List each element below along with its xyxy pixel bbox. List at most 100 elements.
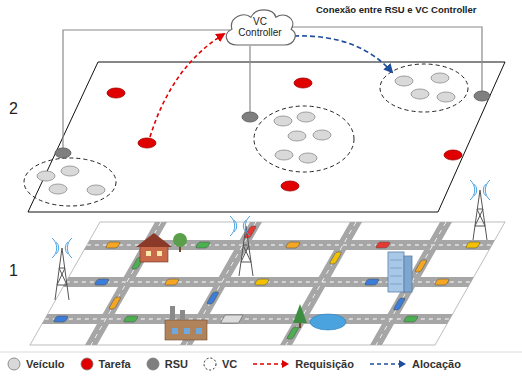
rsu <box>55 148 71 158</box>
vehicle <box>313 130 331 140</box>
connection-note: Conexão entre RSU e VC Controller <box>316 4 476 15</box>
house <box>136 233 172 247</box>
car <box>434 279 449 285</box>
road <box>30 222 505 345</box>
legend-entry: Requisição <box>251 357 354 371</box>
car <box>221 315 244 323</box>
road <box>370 222 452 345</box>
vehicle <box>297 112 315 122</box>
controller-cloud: VC Controller <box>222 6 298 48</box>
car <box>105 242 120 248</box>
pond <box>310 314 346 330</box>
vehicle <box>49 184 67 194</box>
vc-boundary <box>380 64 468 112</box>
car <box>285 242 300 248</box>
rsu-tower <box>55 190 487 300</box>
legend-swatch <box>145 357 161 371</box>
task <box>138 138 156 148</box>
legend: Veículo Tarefa RSU VC Requisição Alocação <box>6 357 461 371</box>
city-ground <box>30 222 505 345</box>
tall-building <box>390 284 402 285</box>
rsu-tower <box>239 226 253 276</box>
swatch-line <box>253 363 283 365</box>
legend-entry: VC <box>202 357 237 371</box>
task <box>444 150 462 160</box>
request-arrow <box>150 34 224 137</box>
car <box>108 297 121 309</box>
signal-waves <box>470 180 490 200</box>
allocation-swatch <box>368 357 408 371</box>
city-layer <box>30 222 505 345</box>
vc-swatch <box>202 357 218 371</box>
legend-label: Alocação <box>412 358 461 370</box>
tree <box>173 233 187 252</box>
tall-building <box>388 252 404 292</box>
vc-boundary <box>24 64 468 206</box>
swatch-dot <box>8 358 20 370</box>
car <box>164 279 179 285</box>
legend-swatch <box>79 357 95 371</box>
legend-rule <box>0 352 522 353</box>
vehicle <box>395 76 413 86</box>
task <box>294 78 312 88</box>
swatch-head <box>399 360 406 368</box>
road-marking <box>30 222 505 345</box>
vehicle <box>275 150 293 160</box>
rsu-controller-link <box>249 46 250 112</box>
car <box>53 316 68 322</box>
road <box>280 222 362 345</box>
house <box>140 246 168 262</box>
factory <box>172 328 178 334</box>
legend-entry: RSU <box>145 357 188 371</box>
tall-building <box>404 256 412 292</box>
swatch-dot <box>81 358 93 370</box>
tall-building <box>390 260 402 284</box>
car <box>254 279 269 285</box>
signal-waves <box>52 180 490 258</box>
car <box>206 292 219 304</box>
vehicle <box>431 73 449 83</box>
pine-tree <box>293 304 307 328</box>
car <box>403 316 418 322</box>
rsu-controller-link <box>63 30 230 148</box>
car <box>286 327 299 339</box>
car <box>465 242 480 248</box>
task <box>107 78 462 191</box>
rsu-controller-link <box>290 27 482 91</box>
car <box>195 242 210 248</box>
vehicle <box>37 73 455 195</box>
node-label: VC Controller <box>235 16 285 39</box>
legend-label: Veículo <box>26 358 65 370</box>
legend-swatch <box>6 357 22 371</box>
factory <box>165 320 207 340</box>
signal-waves <box>52 238 72 258</box>
car <box>329 252 342 264</box>
task <box>107 88 125 98</box>
legend-entry: Veículo <box>6 357 65 371</box>
house <box>157 251 162 256</box>
rsu-tower <box>473 190 487 240</box>
vc-boundary <box>254 106 354 172</box>
house <box>136 233 172 262</box>
swatch-line <box>370 363 400 365</box>
tall-building <box>388 252 412 292</box>
vehicle <box>288 131 306 141</box>
task <box>281 181 299 191</box>
car <box>375 242 390 248</box>
pine-tree <box>293 304 307 323</box>
vehicle <box>87 185 105 195</box>
legend-label: Tarefa <box>99 358 131 370</box>
factory <box>196 328 202 334</box>
tall-building <box>390 276 402 277</box>
legend-label: Requisição <box>295 358 354 370</box>
request-swatch <box>251 357 291 371</box>
vehicle <box>61 166 79 176</box>
car <box>415 260 428 272</box>
vehicle <box>37 171 55 181</box>
legend-label: RSU <box>165 358 188 370</box>
car <box>94 279 109 285</box>
car <box>364 279 379 285</box>
rsu <box>474 91 490 101</box>
